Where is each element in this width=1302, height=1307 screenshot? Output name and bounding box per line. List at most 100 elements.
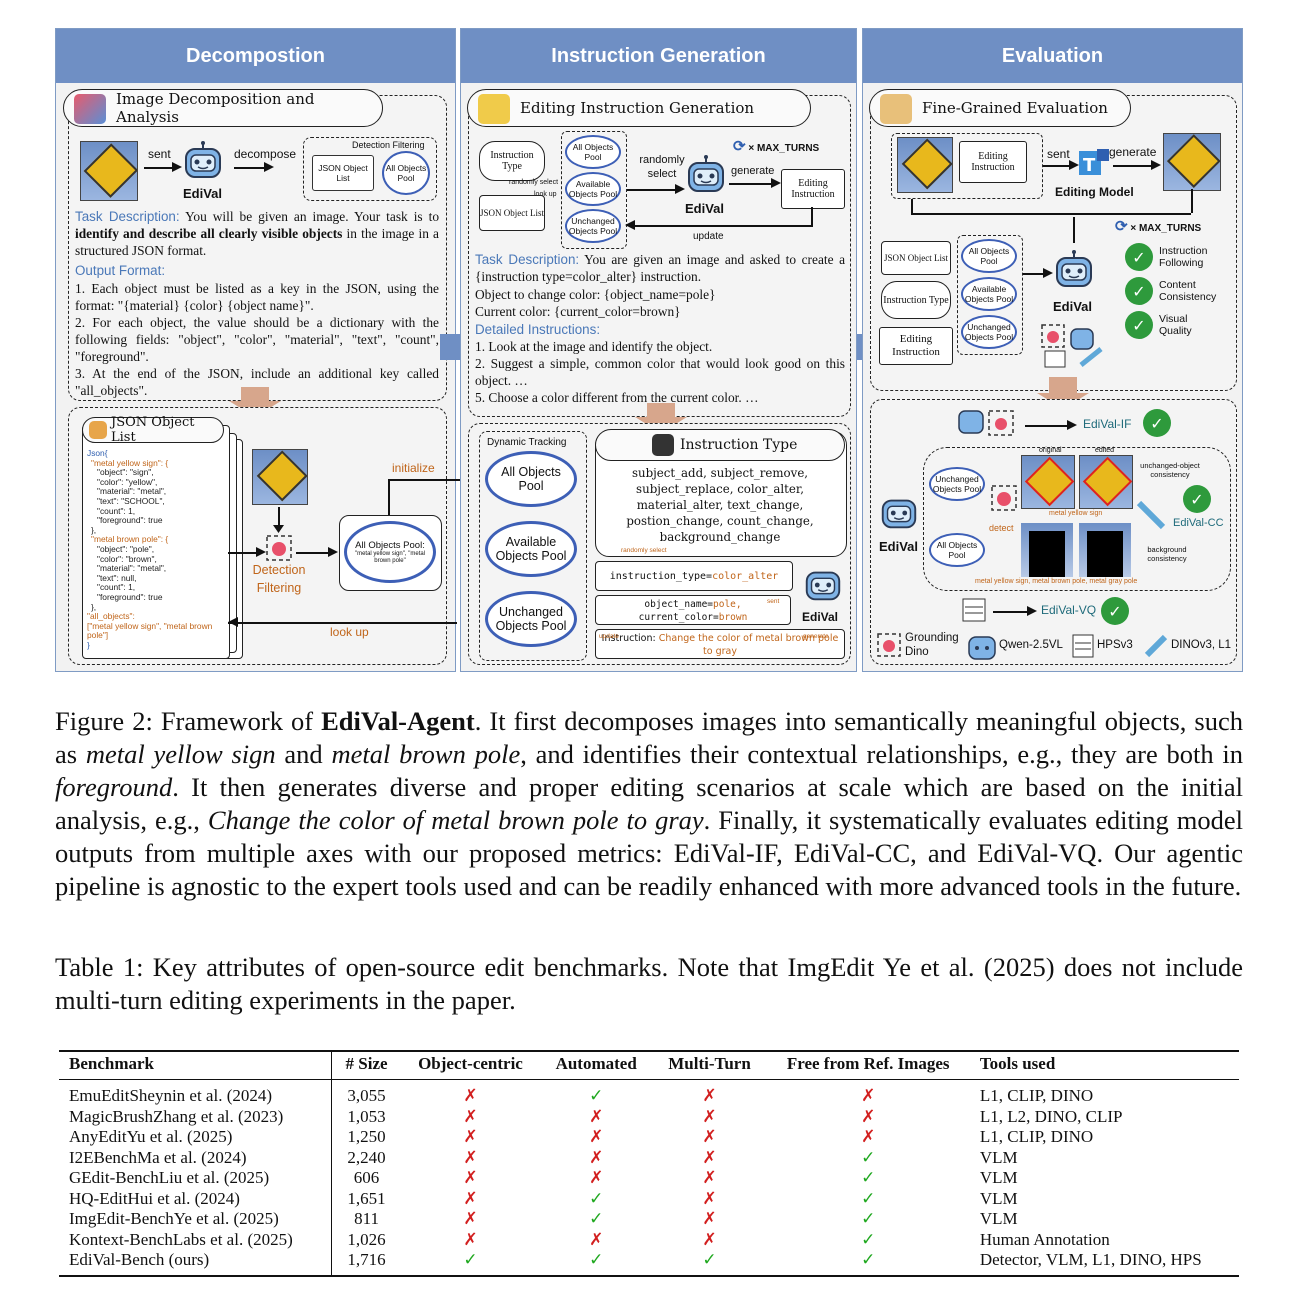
object-centric-cell: ✗ xyxy=(401,1189,540,1210)
update-label-small: update xyxy=(599,633,619,640)
robot-icon xyxy=(877,491,921,535)
object-centric-cell: ✗ xyxy=(401,1127,540,1148)
automated-cell: ✓ xyxy=(540,1209,653,1230)
benchmark-name: Kontext-BenchLabs et al. (2025) xyxy=(59,1230,332,1251)
tool-icons xyxy=(1041,319,1111,369)
automated-cell: ✓ xyxy=(540,1080,653,1107)
benchmark-name: ImgEdit-BenchYe et al. (2025) xyxy=(59,1209,332,1230)
object-centric-cell: ✗ xyxy=(401,1148,540,1169)
table-row: I2EBenchMa et al. (2024)2,240✗✗✗✓VLM xyxy=(59,1148,1239,1169)
robot-icon xyxy=(683,155,729,197)
object-centric-cell: ✗ xyxy=(401,1168,540,1189)
size-cell: 1,651 xyxy=(332,1189,402,1210)
mask-original xyxy=(1021,523,1073,577)
multi-turn-cell: ✗ xyxy=(653,1230,767,1251)
table-row: MagicBrushZhang et al. (2023)1,053✗✗✗✗L1… xyxy=(59,1107,1239,1128)
legend-qwen: Qwen-2.5VL xyxy=(999,639,1063,651)
edival-label-2: EdiVal xyxy=(802,610,838,624)
initialize-label: initialize xyxy=(392,461,435,475)
multi-turn-cell: ✗ xyxy=(653,1107,767,1128)
free-from-ref-cell: ✓ xyxy=(767,1168,970,1189)
unchanged-consistency-label: unchanged-object consistency xyxy=(1137,461,1203,479)
sent-label: sent xyxy=(148,147,171,161)
arrow-icon xyxy=(1027,606,1037,616)
tools-cell: VLM xyxy=(970,1189,1239,1210)
instr-step-2: 2. Suggest a simple, common color that w… xyxy=(475,355,845,389)
school-image xyxy=(897,137,953,193)
check-icon: ✓ xyxy=(1125,311,1153,339)
book-icon xyxy=(652,434,674,456)
size-cell: 606 xyxy=(332,1168,402,1189)
size-cell: 1,026 xyxy=(332,1230,402,1251)
multi-turn-cell: ✓ xyxy=(653,1250,767,1276)
table-row: EmuEditSheynin et al. (2024)3,055✗✓✗✗L1,… xyxy=(59,1080,1239,1107)
json-object-list-doc: JSON Object List xyxy=(881,241,951,275)
col-size: # Size xyxy=(332,1051,402,1080)
benchmark-name: I2EBenchMa et al. (2024) xyxy=(59,1148,332,1169)
arrow-icon xyxy=(1151,160,1161,170)
background-consistency-label: background consistency xyxy=(1137,545,1197,563)
table-header-row: Benchmark # Size Object-centric Automate… xyxy=(59,1051,1239,1080)
generate-label-small: generate xyxy=(803,633,829,640)
table-caption: Table 1: Key attributes of open-source e… xyxy=(55,951,1243,1017)
edival-label: EdiVal xyxy=(183,186,222,201)
json-list-pill: JSON Object List xyxy=(82,417,224,443)
arrow-icon xyxy=(328,547,338,557)
editing-instruction-box-2: Editing Instruction xyxy=(879,327,953,365)
col-free-from-ref: Free from Ref. Images xyxy=(767,1051,970,1080)
edival-cc-label: EdiVal-CC xyxy=(1173,517,1224,529)
benchmark-name: AnyEditYu et al. (2025) xyxy=(59,1127,332,1148)
size-cell: 2,240 xyxy=(332,1148,402,1169)
arrow-icon xyxy=(273,525,284,533)
editing-model-label: Editing Model xyxy=(1055,185,1134,199)
section-pill: Fine-Grained Evaluation xyxy=(869,89,1131,127)
col-multi-turn: Multi-Turn xyxy=(653,1051,767,1080)
automated-cell: ✗ xyxy=(540,1230,653,1251)
max-turns: ⟳ × MAX_TURNS xyxy=(733,137,819,155)
free-from-ref-cell: ✓ xyxy=(767,1209,970,1230)
figure-caption: Figure 2: Framework of EdiVal-Agent. It … xyxy=(55,705,1243,903)
legend-hps: HPSv3 xyxy=(1097,639,1133,651)
panel-decomposition: Decompostion Image Decomposition and Ana… xyxy=(55,28,456,672)
tools-cell: L1, L2, DINO, CLIP xyxy=(970,1107,1239,1128)
dino-l1-icon xyxy=(1143,633,1169,659)
detector-icon xyxy=(991,485,1017,511)
check-label-content: Content Consistency xyxy=(1159,279,1235,303)
dino-icon xyxy=(1135,499,1167,531)
table-row: GEdit-BenchLiu et al. (2025)606✗✗✗✓VLM xyxy=(59,1168,1239,1189)
original-label: original xyxy=(1039,447,1062,454)
free-from-ref-cell: ✓ xyxy=(767,1189,970,1210)
qwen-icon xyxy=(967,633,997,661)
instruction-type-bubble: Instruction Type xyxy=(881,281,951,319)
edited-label: edited xyxy=(1095,447,1114,454)
size-cell: 3,055 xyxy=(332,1080,402,1107)
automated-cell: ✓ xyxy=(540,1189,653,1210)
benchmark-name: HQ-EditHui et al. (2024) xyxy=(59,1189,332,1210)
tools-cell: VLM xyxy=(970,1209,1239,1230)
all-objects-pool-small: All Objects Pool xyxy=(382,151,430,195)
multi-turn-cell: ✗ xyxy=(653,1148,767,1169)
max-turns: ⟳ × MAX_TURNS xyxy=(1115,217,1201,235)
editing-instruction-box: Editing Instruction xyxy=(781,169,845,209)
table-row: ImgEdit-BenchYe et al. (2025)811✗✓✗✓VLM xyxy=(59,1209,1239,1230)
edival-label-3: EdiVal xyxy=(879,539,918,554)
generate-label: generate xyxy=(1109,145,1156,159)
grounding-dino-icon xyxy=(877,633,901,657)
check-label-visual: Visual Quality xyxy=(1159,313,1219,337)
arrow-icon xyxy=(625,220,635,230)
object-name-row: object_name=pole, current_color=brown xyxy=(595,595,791,625)
edited-crop xyxy=(1079,455,1133,509)
free-from-ref-cell: ✗ xyxy=(767,1080,970,1107)
legend-grounding-dino: Grounding Dino xyxy=(905,631,965,659)
check-icon: ✓ xyxy=(1125,243,1153,271)
automated-cell: ✗ xyxy=(540,1168,653,1189)
object-centric-cell: ✗ xyxy=(401,1209,540,1230)
school-image xyxy=(80,141,138,201)
size-cell: 1,250 xyxy=(332,1127,402,1148)
mask-edited xyxy=(1079,523,1131,577)
robot-icon xyxy=(801,563,845,607)
sent-label-small: sent xyxy=(767,598,779,605)
table-row: AnyEditYu et al. (2025)1,250✗✗✗✗L1, CLIP… xyxy=(59,1127,1239,1148)
decomp-task-description: Task Description: You will be given an i… xyxy=(75,208,439,259)
benchmark-name: GEdit-BenchLiu et al. (2025) xyxy=(59,1168,332,1189)
